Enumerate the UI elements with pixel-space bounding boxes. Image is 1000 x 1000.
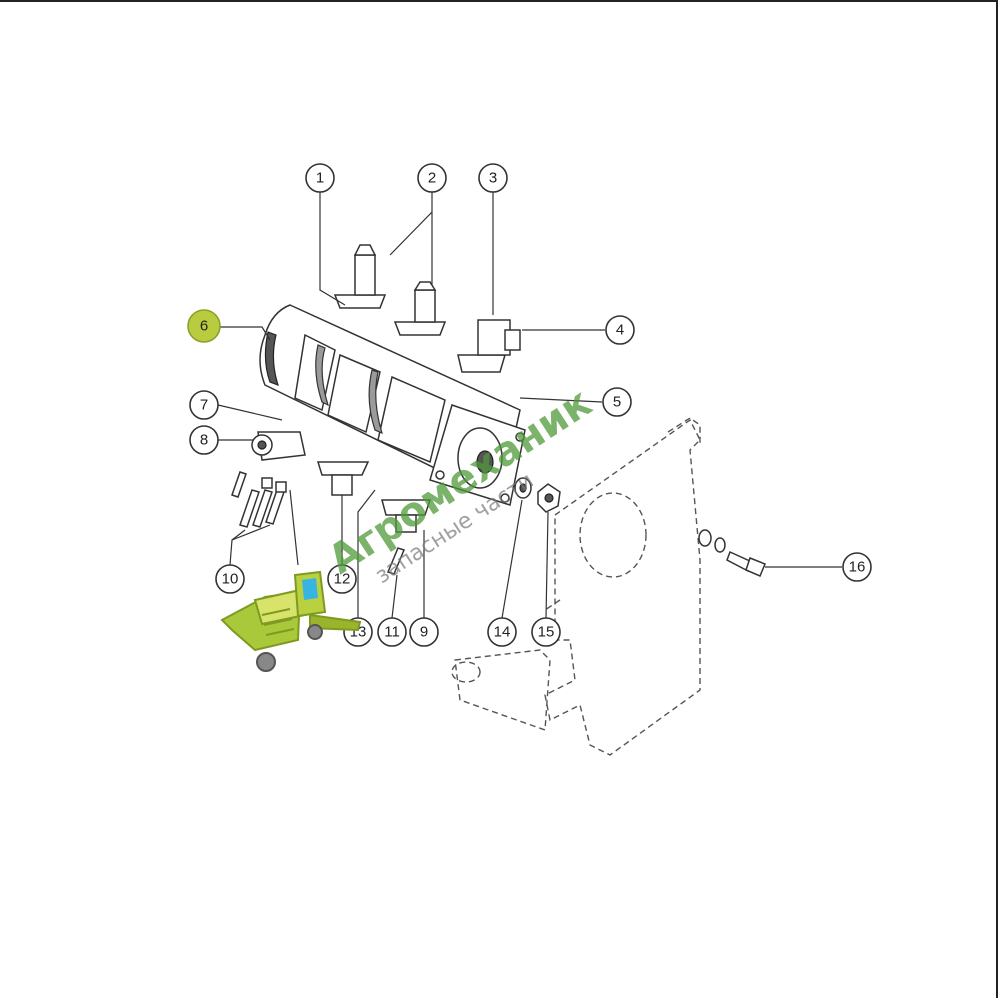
- callout-13: 13: [343, 617, 373, 647]
- callout-5: 5: [602, 387, 632, 417]
- svg-text:9: 9: [420, 624, 428, 641]
- callout-9: 9: [409, 617, 439, 647]
- svg-text:2: 2: [428, 170, 436, 187]
- svg-text:8: 8: [200, 432, 208, 449]
- svg-text:12: 12: [334, 571, 351, 588]
- mounting-bracket: [451, 417, 701, 756]
- combine-harvester-icon: [220, 570, 362, 672]
- callout-12: 12: [327, 564, 357, 594]
- screw-set: [231, 471, 287, 528]
- svg-text:3: 3: [489, 170, 497, 187]
- svg-text:5: 5: [613, 394, 621, 411]
- fitting-top-3: [457, 319, 521, 373]
- nut-15: [537, 483, 561, 513]
- callout-10: 10: [215, 564, 245, 594]
- svg-text:15: 15: [538, 624, 555, 641]
- callout-8: 8: [189, 425, 219, 455]
- callout-2: 2: [417, 163, 447, 193]
- callout-11: 11: [377, 617, 407, 647]
- leader-lines: [217, 192, 842, 619]
- svg-text:16: 16: [849, 559, 866, 576]
- callout-15: 15: [531, 617, 561, 647]
- small-screw: [386, 547, 406, 575]
- washer-14: [514, 477, 532, 499]
- callout-4: 4: [605, 315, 635, 345]
- hydraulic-pump: [259, 304, 526, 506]
- svg-text:6: 6: [200, 318, 208, 335]
- svg-text:11: 11: [384, 624, 400, 641]
- elbow-connector: [251, 431, 306, 461]
- callout-3: 3: [478, 163, 508, 193]
- callout-7: 7: [189, 390, 219, 420]
- callout-16: 16: [842, 552, 872, 582]
- fitting-top-2: [393, 281, 447, 336]
- bolt-16: [698, 529, 766, 577]
- callout-1: 1: [305, 163, 335, 193]
- fitting-bottom-9: [381, 499, 432, 533]
- callout-14: 14: [487, 617, 517, 647]
- fitting-bottom-12: [316, 461, 370, 496]
- fitting-top-1: [333, 244, 387, 309]
- svg-text:7: 7: [200, 397, 208, 414]
- svg-text:10: 10: [222, 571, 239, 588]
- svg-text:4: 4: [616, 322, 624, 339]
- callout-6: 6: [187, 309, 221, 343]
- svg-text:1: 1: [316, 170, 324, 187]
- svg-text:14: 14: [494, 624, 511, 641]
